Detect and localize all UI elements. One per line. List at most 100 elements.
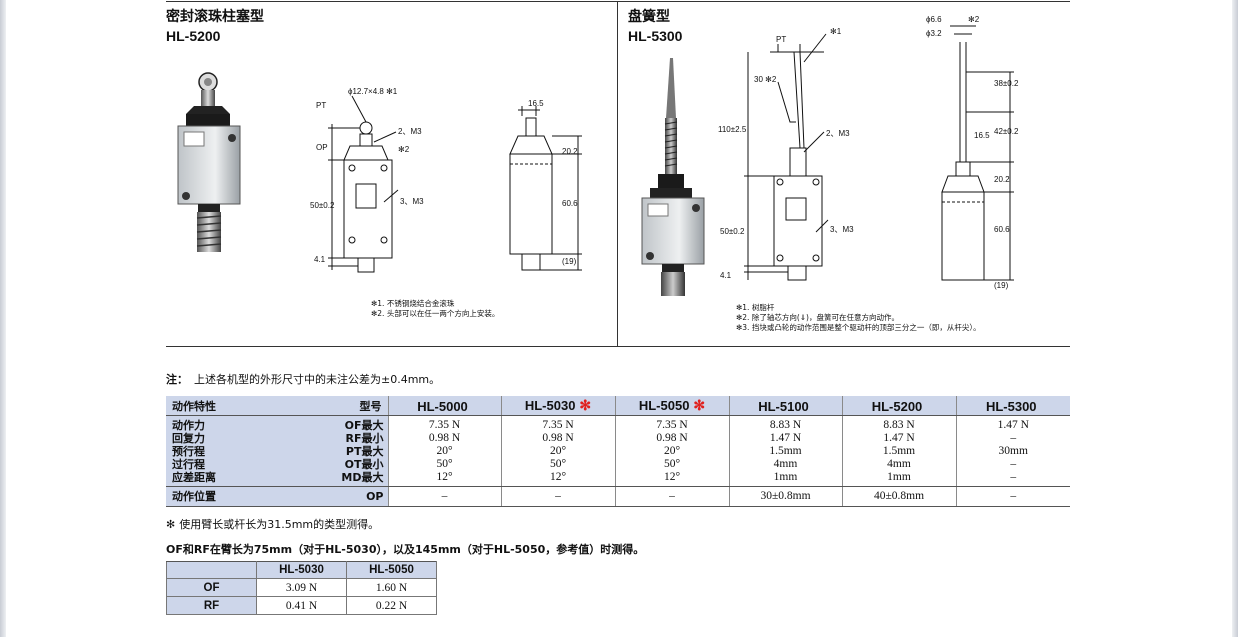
col-name: HL-5050 bbox=[638, 398, 690, 413]
right-note-2: ✻2. 除了轴芯方向(⇓)，盘簧可在任意方向动作。 bbox=[736, 313, 899, 322]
cell-value: 0.41 N bbox=[256, 596, 347, 615]
right-h110: 110±2.5 bbox=[718, 125, 747, 134]
table-corner: 动作特性 型号 bbox=[166, 396, 388, 416]
of-rf-table: HL-5030 HL-5050 OF 3.09 N 1.60 N RF 0.41… bbox=[166, 561, 437, 615]
right-note-3: ✻3. 挡块或凸轮的动作范围是整个驱动杆的顶部三分之一（即，从杆尖）。 bbox=[736, 323, 981, 332]
col-header: HL-5030✻ bbox=[500, 396, 615, 416]
left-notes: ✻1. 不锈钢烧结合金滚珠 ✻2. 头部可以在任一两个方向上安装。 bbox=[371, 299, 499, 319]
cell-value: 4mm bbox=[887, 458, 911, 470]
cell-value: – bbox=[1010, 471, 1017, 483]
left-m3-top: 2、M3 bbox=[398, 127, 422, 136]
col-header: HL-5300 bbox=[955, 396, 1070, 416]
right-notes: ✻1. 树脂杆 ✻2. 除了轴芯方向(⇓)，盘簧可在任意方向动作。 ✻3. 挡块… bbox=[736, 303, 981, 333]
cell-value: 8.83 N bbox=[769, 419, 802, 431]
right-m3-top: 2、M3 bbox=[826, 129, 850, 138]
cell-value: 7.35 N bbox=[542, 419, 574, 431]
col-star: ✻ bbox=[693, 397, 706, 413]
right-product-photo bbox=[640, 58, 710, 298]
row-label: OF bbox=[166, 578, 257, 597]
row-label: 动作力 bbox=[172, 419, 205, 432]
left-note-2: ✻2. 头部可以在任一两个方向上安装。 bbox=[371, 309, 500, 318]
cell-value: 1.60 N bbox=[346, 578, 437, 597]
left-product-name: 密封滚珠柱塞型 bbox=[166, 9, 264, 25]
left-h606: 60.6 bbox=[562, 199, 578, 208]
cell-value: 0.98 N bbox=[428, 432, 461, 444]
col-header: HL-5030 bbox=[256, 561, 347, 579]
cell-value: 1mm bbox=[887, 471, 911, 483]
cell-value: 20° bbox=[549, 445, 567, 457]
right-h38: 38±0.2 bbox=[994, 79, 1019, 88]
right-side-drawing: ϕ6.6 ✻2 ϕ3.2 38±0.2 42±0.2 16.5 20.2 60.… bbox=[922, 12, 1032, 292]
model-cell: 1.47 N–30mm–– bbox=[955, 415, 1070, 487]
row-label: 预行程 bbox=[172, 445, 205, 458]
cell-value: 1.5mm bbox=[882, 445, 916, 457]
small-corner bbox=[166, 561, 257, 579]
cell-value: 7.35 N bbox=[428, 419, 461, 431]
right-h606: 60.6 bbox=[994, 225, 1010, 234]
tolerance-note-label: 注： bbox=[166, 373, 188, 386]
left-h202: 20.2 bbox=[562, 147, 578, 156]
left-product-heading: 密封滚珠柱塞型 HL-5200 bbox=[166, 8, 264, 46]
right-h30: 30 ✻2 bbox=[754, 75, 777, 84]
row-label: RF bbox=[166, 596, 257, 615]
row-code: MD最大 bbox=[341, 471, 384, 484]
row-code: OT最小 bbox=[344, 458, 384, 471]
cell-value: 12° bbox=[663, 471, 681, 483]
cell-value: 20° bbox=[663, 445, 681, 457]
left-op-label: OP bbox=[316, 143, 328, 152]
right-n1: ✻1 bbox=[830, 27, 842, 36]
column-divider bbox=[617, 2, 618, 346]
footnote-star-mark: ✻ bbox=[166, 518, 176, 531]
right-h19: (19) bbox=[994, 281, 1009, 290]
right-h41: 4.1 bbox=[720, 271, 732, 280]
cell-value: 50° bbox=[549, 458, 567, 470]
tolerance-note: 注：上述各机型的外形尺寸中的未注公差为±0.4mm。 bbox=[166, 371, 440, 387]
left-product-model: HL-5200 bbox=[166, 28, 221, 44]
characteristics-table: 动作特性 型号 HL-5000 HL-5030✻ HL-5050✻ HL-510… bbox=[166, 396, 1070, 507]
col-name: HL-5100 bbox=[758, 398, 809, 414]
cell-value: 1.47 N bbox=[997, 419, 1029, 431]
left-side-drawing: 16.5 20.2 60.6 (19) bbox=[488, 98, 598, 278]
cell-value: – bbox=[1010, 458, 1017, 470]
cell-value: 20° bbox=[436, 445, 453, 457]
cell-value: 30±0.8mm bbox=[728, 486, 842, 507]
col-name: HL-5300 bbox=[985, 398, 1037, 414]
row-code: PT最大 bbox=[345, 445, 384, 458]
table-row: OF 3.09 N 1.60 N bbox=[166, 578, 437, 597]
cell-value: – bbox=[1010, 432, 1017, 444]
cell-value: 1.47 N bbox=[769, 432, 802, 444]
right-d32: ϕ3.2 bbox=[926, 29, 942, 38]
row-code: OF最大 bbox=[344, 419, 384, 432]
table-header-row: 动作特性 型号 HL-5000 HL-5030✻ HL-5050✻ HL-510… bbox=[166, 396, 1070, 416]
footnote-arm-length: OF和RF在臂长为75mm（对于HL-5030），以及145mm（对于HL-50… bbox=[166, 543, 645, 556]
footnote-star-text: 使用臂长或杆长为31.5mm的类型测得。 bbox=[179, 518, 380, 531]
left-h19: (19) bbox=[562, 257, 577, 266]
right-note-1: ✻1. 树脂杆 bbox=[736, 303, 775, 312]
left-product-photo bbox=[174, 68, 244, 263]
left-front-drawing: PT OP ϕ12.7×4.8 ✻1 2、M3 ✻2 3、M3 50±0.2 4… bbox=[308, 84, 438, 274]
left-w165: 16.5 bbox=[528, 99, 544, 108]
cell-value: 1.47 N bbox=[883, 432, 915, 444]
cell-value: – bbox=[955, 486, 1070, 507]
row-code: OP bbox=[366, 490, 384, 503]
cell-value: 12° bbox=[436, 471, 453, 483]
page-edge-right bbox=[1232, 0, 1238, 637]
top-rule bbox=[166, 1, 1070, 2]
page-edge-left bbox=[0, 0, 6, 637]
col-name: HL-5000 bbox=[417, 398, 468, 414]
left-h50: 50±0.2 bbox=[310, 201, 335, 210]
right-n2: ✻2 bbox=[968, 15, 980, 24]
cell-value: 3.09 N bbox=[256, 578, 347, 597]
row-label: 应差距离 bbox=[172, 471, 216, 484]
left-h41: 4.1 bbox=[314, 255, 326, 264]
row-label: 动作位置 bbox=[172, 490, 216, 503]
left-pt-label: PT bbox=[316, 101, 326, 110]
right-d66: ϕ6.6 bbox=[926, 15, 942, 24]
